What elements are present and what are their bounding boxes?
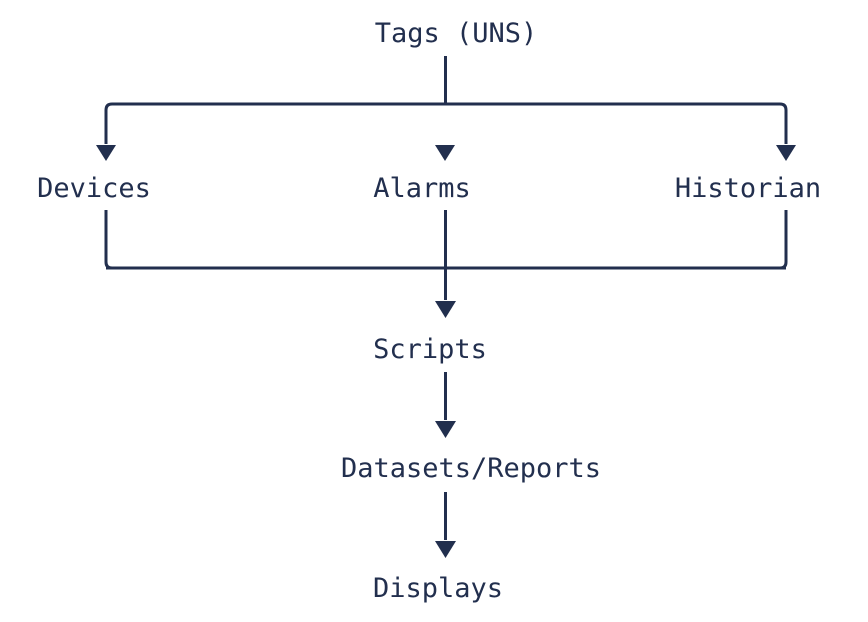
arrowhead-to-historian bbox=[776, 145, 796, 161]
node-label-devices: Devices bbox=[37, 173, 151, 204]
arrowhead-to-scripts bbox=[435, 301, 456, 318]
arrowhead-to-datasets bbox=[435, 421, 456, 438]
node-label-datasets-reports: Datasets/Reports bbox=[340, 453, 602, 484]
arrowhead-to-devices bbox=[96, 145, 116, 161]
node-label-historian: Historian bbox=[674, 173, 822, 204]
arrowhead-to-displays bbox=[435, 541, 456, 558]
arrowhead-to-alarms bbox=[435, 145, 455, 161]
node-label-scripts: Scripts bbox=[373, 334, 487, 365]
node-label-tags: Tags (UNS) bbox=[374, 18, 538, 49]
edge-historian-to-merge bbox=[779, 210, 788, 270]
node-label-alarms: Alarms bbox=[373, 173, 471, 204]
node-label-displays: Displays bbox=[372, 573, 504, 604]
edge-devices-to-merge bbox=[104, 210, 113, 270]
split-bus bbox=[104, 102, 788, 144]
